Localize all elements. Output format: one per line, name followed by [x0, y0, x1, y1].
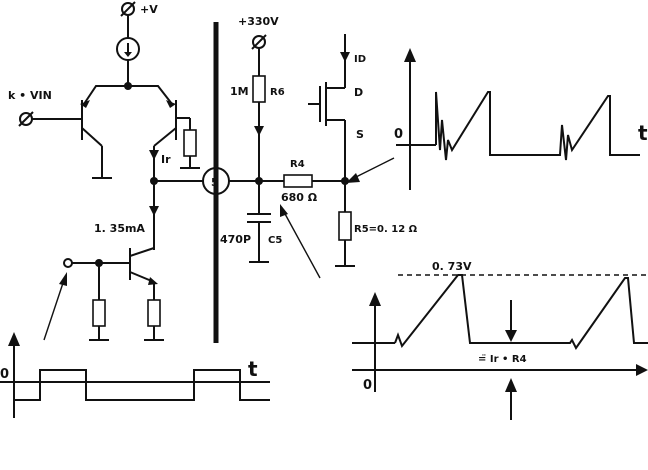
- arrow-down-icon: [149, 206, 159, 216]
- transistor-q2-icon: [153, 100, 190, 147]
- waveform-bottom: 0 t: [0, 332, 270, 418]
- resistor: [92, 299, 106, 327]
- pointer-arrow: [283, 211, 321, 279]
- emitter-arrow-icon: [80, 100, 90, 108]
- c5-label: C5: [268, 235, 282, 246]
- t-top-label: t: [638, 121, 648, 145]
- resistor-r6: [252, 75, 266, 103]
- zero-mid-label: 0: [363, 378, 372, 393]
- r5-label: R5=0. 12 Ω: [354, 224, 418, 235]
- ir-label: Ir: [161, 153, 171, 166]
- transistor-q1-icon: [81, 100, 112, 179]
- t-bottom-label: t: [248, 357, 258, 381]
- resistor: [183, 129, 197, 157]
- zero-bottom-label: 0: [0, 367, 9, 382]
- capacitor-c5: [247, 213, 271, 223]
- source-label: S: [356, 128, 364, 141]
- zero-top-label: 0: [394, 127, 403, 142]
- arrow-up-icon: [505, 378, 517, 392]
- peak-label: 0. 73V: [432, 260, 472, 273]
- input-terminal: [18, 111, 34, 127]
- pointer-arrow: [351, 157, 395, 180]
- arrow-down-icon: [340, 52, 350, 62]
- arrow-icon: [280, 204, 288, 217]
- supply-v-terminal: +V: [120, 1, 158, 17]
- drain-label: D: [354, 86, 363, 99]
- arrow-icon: [59, 272, 67, 286]
- r4-value-label: 680 Ω: [281, 191, 318, 204]
- resistor-r4: [283, 174, 313, 188]
- waveform-middle: 0. 73V 0 =̈ Ir • R4: [352, 260, 648, 420]
- arrow-down-icon: [254, 126, 264, 136]
- c5-value-label: 470P: [220, 233, 251, 246]
- waveform-top: 0 t: [394, 48, 648, 190]
- current-label: 1. 35mA: [94, 222, 145, 235]
- mosfet-icon: [308, 82, 345, 126]
- r6-label: R6: [270, 87, 285, 98]
- arrow-icon: [346, 173, 360, 183]
- resistor-r5: [338, 211, 352, 241]
- emitter-arrow-icon: [166, 100, 176, 108]
- pointer-arrow: [43, 279, 65, 341]
- transistor-q3-icon: [129, 247, 158, 285]
- hv-terminal: [251, 34, 267, 50]
- arrow-down-icon: [505, 330, 517, 342]
- open-terminal: [63, 258, 73, 268]
- id-label: ID: [354, 54, 366, 65]
- level-equation-label: =̈ Ir • R4: [478, 353, 527, 365]
- arrow-down-icon: [149, 150, 159, 160]
- r4-label: R4: [290, 159, 305, 170]
- resistor: [147, 299, 161, 327]
- current-source-icon: [116, 37, 140, 61]
- input-label: k • VIN: [8, 89, 52, 102]
- hv-label: +330V: [238, 15, 279, 28]
- r6-value-label: 1M: [230, 85, 249, 98]
- supply-v-label: +V: [140, 3, 158, 16]
